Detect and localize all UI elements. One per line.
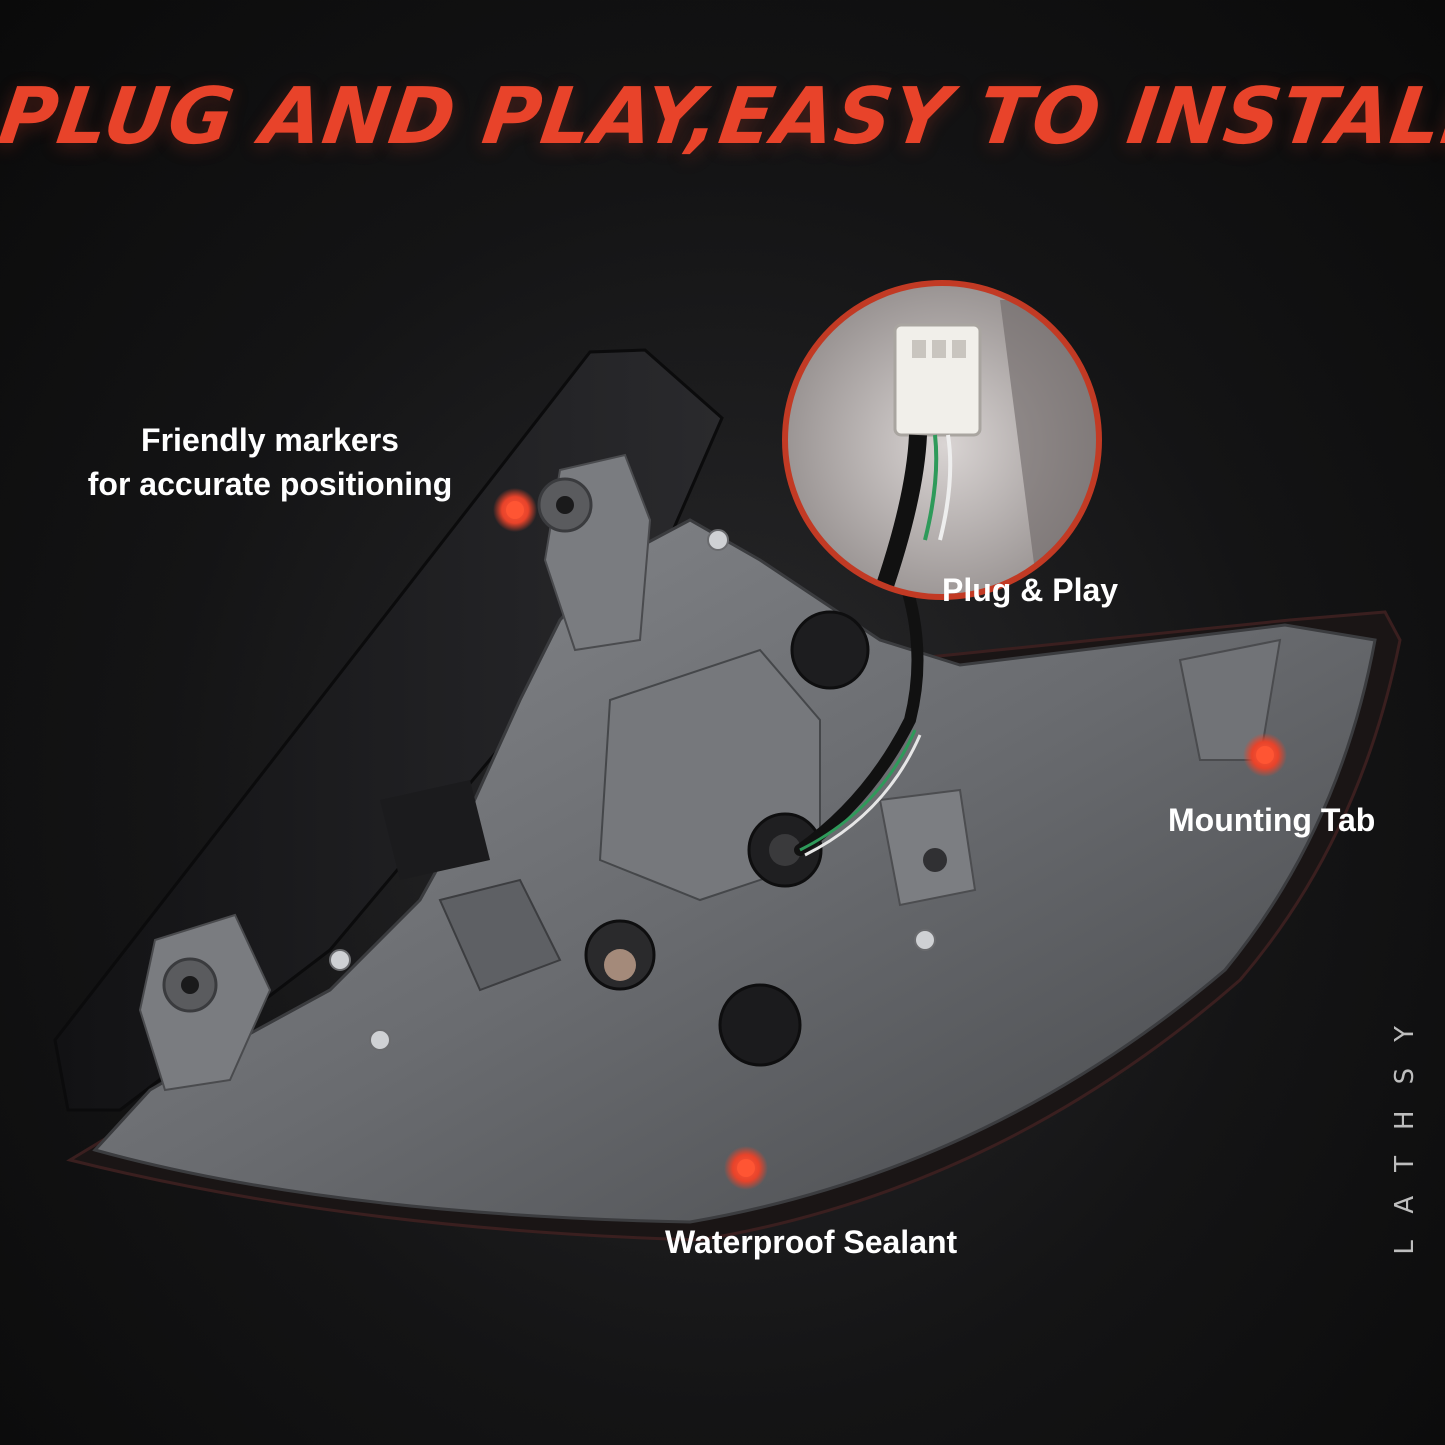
callout-markers: Friendly markers for accurate positionin…	[50, 418, 490, 506]
brand-watermark: LATHSY	[1390, 1000, 1420, 1255]
marker-dot-mounting	[1243, 733, 1287, 777]
headline: PLUG AND PLAY,EASY TO INSTALL	[0, 72, 1445, 162]
callout-mounting-tab: Mounting Tab	[1168, 802, 1376, 838]
callout-markers-line2: for accurate positioning	[87, 466, 453, 502]
callout-waterproof-sealant: Waterproof Sealant	[665, 1224, 958, 1260]
marker-dot-positioning	[493, 488, 537, 532]
callout-markers-line1: Friendly markers	[141, 422, 399, 458]
callout-plug-and-play: Plug & Play	[942, 572, 1119, 608]
marker-dot-sealant	[724, 1146, 768, 1190]
